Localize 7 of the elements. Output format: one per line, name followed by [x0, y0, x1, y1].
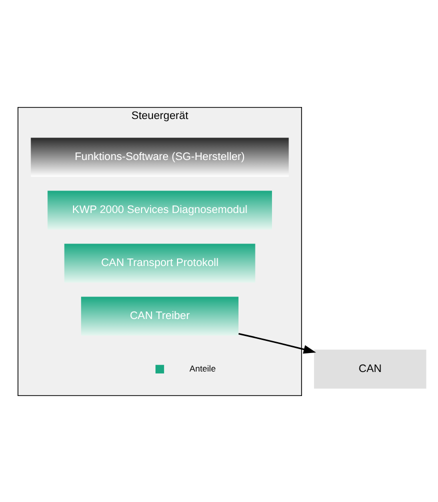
node-box: CAN Treiber	[81, 296, 238, 336]
node-box: CAN Transport Protokoll	[64, 243, 256, 282]
legend-label: Anteile	[190, 362, 216, 373]
node-box: CAN	[314, 349, 426, 388]
arrow	[238, 332, 316, 354]
node-box: KWP 2000 Services Diagnosemodul	[48, 190, 272, 230]
node-box: Funktions-Software (SG-Hersteller)	[30, 137, 289, 176]
